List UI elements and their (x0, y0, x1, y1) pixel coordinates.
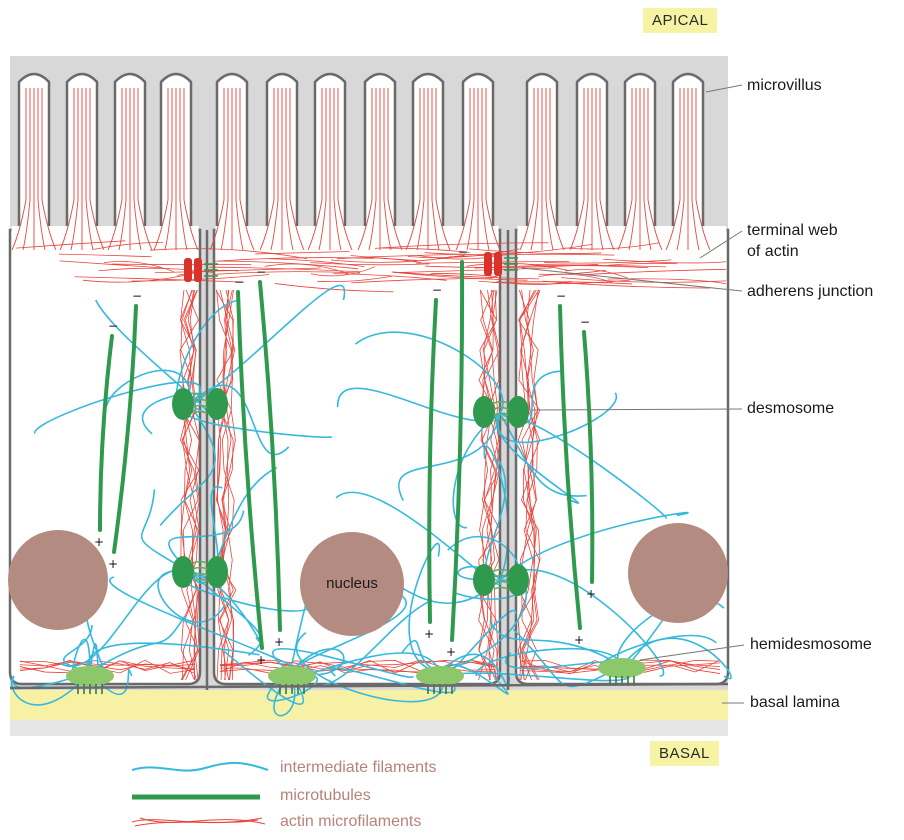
desmosome-plaque (473, 396, 495, 428)
microtubule-minus-end: − (108, 319, 118, 333)
microtubule-plus-end: + (108, 557, 118, 571)
desmosome-plaque (507, 396, 529, 428)
legend-label-microtubules: microtubules (280, 787, 371, 805)
microtubule-minus-end: − (556, 289, 566, 303)
adherens-junction-plaque-2b (494, 252, 502, 276)
label-terminal-web-2: of actin (747, 242, 799, 261)
microtubule-minus-end: − (432, 283, 442, 297)
label-hemidesmosome: hemidesmosome (750, 635, 872, 654)
microtubule-minus-end: − (256, 265, 266, 279)
basal-tag: BASAL (650, 741, 719, 766)
microtubule-minus-end: − (234, 275, 244, 289)
legend-label-intermediate-filaments: intermediate filaments (280, 759, 437, 777)
nucleus-label: nucleus (326, 575, 378, 592)
hemidesmosome-3 (416, 666, 464, 686)
legend-label-actin-microfilaments: actin microfilaments (280, 813, 421, 831)
label-basal-lamina: basal lamina (750, 693, 840, 712)
legend-actin-icon (132, 818, 265, 826)
microtubule-plus-end: + (586, 587, 596, 601)
adherens-junction-plaque-1a (184, 258, 192, 282)
desmosome-plaque (473, 564, 495, 596)
hemidesmosome-4 (598, 658, 646, 678)
adherens-junction-plaque-2a (484, 252, 492, 276)
label-desmosome: desmosome (747, 399, 834, 418)
label-adherens-junction: adherens junction (747, 282, 873, 301)
desmosome-plaque (206, 388, 228, 420)
legend-intermediate-filaments-icon (132, 763, 268, 771)
desmosome-plaque (172, 388, 194, 420)
desmosome-plaque (507, 564, 529, 596)
cell-apex-fill (12, 226, 199, 238)
nucleus-right (628, 523, 728, 623)
adherens-junction-plaque-1b (194, 258, 202, 282)
microtubule-minus-end: − (132, 289, 142, 303)
microtubule-plus-end: + (446, 645, 456, 659)
microtubule-plus-end: + (256, 653, 266, 667)
basal-substrate (10, 720, 728, 736)
label-microvillus: microvillus (747, 76, 822, 95)
microtubule-plus-end: + (94, 535, 104, 549)
microtubule-plus-end: + (574, 633, 584, 647)
microtubule-plus-end: + (274, 635, 284, 649)
desmosome-plaque (206, 556, 228, 588)
microtubule-minus-end: − (580, 315, 590, 329)
hemidesmosome-2 (268, 666, 316, 686)
desmosome-plaque (172, 556, 194, 588)
microtubule-plus-end: + (424, 627, 434, 641)
nucleus-left (8, 530, 108, 630)
apical-tag: APICAL (643, 8, 717, 33)
microtubule-minus-end: − (458, 245, 468, 259)
cell-apex-fill (216, 226, 499, 238)
hemidesmosome-1 (66, 666, 114, 686)
label-terminal-web-1: terminal web (747, 221, 838, 240)
